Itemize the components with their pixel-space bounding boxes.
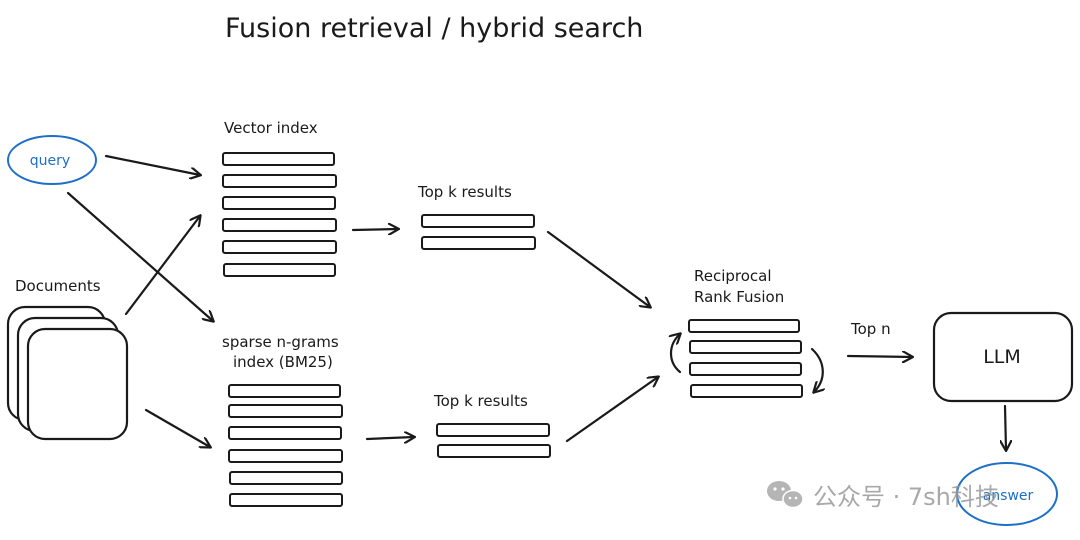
llm-label: LLM (983, 346, 1021, 368)
top-k-lower-bars (436, 423, 551, 458)
query-node: query (7, 135, 97, 185)
watermark-text: 公众号 · 7sh科技 (813, 483, 999, 511)
vector-index-bars (222, 152, 337, 277)
top-n-label: Top n (850, 320, 891, 338)
arrow-top-k-upper-to-rrf (546, 230, 650, 307)
sparse-index-label-line1: sparse n-grams (222, 333, 339, 351)
sparse-index-bar (228, 426, 342, 440)
sparse-index-bar (229, 493, 343, 507)
vector-index-bar (222, 218, 337, 232)
flow-arrows (66, 154, 1006, 450)
rrf-rerank-arrow-up (671, 334, 680, 374)
sparse-index-bar (229, 471, 343, 485)
sparse-index-label-line2: index (BM25) (233, 353, 333, 371)
wechat-icon (767, 481, 804, 509)
sparse-index-bar (228, 404, 343, 418)
diagram-title: Fusion retrieval / hybrid search (225, 13, 643, 44)
vector-index-label: Vector index (224, 119, 318, 137)
arrow-documents-to-vector-index (124, 216, 200, 316)
vector-index-bar (222, 240, 337, 254)
arrow-query-to-sparse-index (66, 191, 213, 321)
arrow-llm-to-answer (1005, 404, 1006, 450)
vector-index-bar (222, 152, 335, 166)
watermark: 公众号 · 7sh科技 (767, 481, 999, 511)
arrow-rrf-to-llm (846, 356, 912, 357)
answer-node: answer (956, 462, 1058, 526)
rrf-bar (688, 319, 800, 333)
top-k-upper-bar (421, 236, 536, 250)
arrow-top-k-lower-to-rrf (565, 377, 658, 443)
answer-ellipse (956, 462, 1058, 526)
rrf-bar (689, 362, 802, 376)
rrf-label-line1: Reciprocal (694, 267, 772, 285)
vector-index-bar (222, 196, 336, 210)
llm-node: LLM (932, 311, 1074, 403)
sparse-index-bar (228, 449, 343, 463)
documents-label: Documents (15, 277, 101, 295)
top-k-upper-bars (421, 214, 536, 250)
query-label: query (30, 153, 70, 169)
rrf-label-line2: Rank Fusion (694, 288, 784, 306)
rrf-bar (690, 384, 803, 398)
arrow-documents-to-sparse-index (144, 408, 210, 447)
documents-stack-icon (6, 305, 129, 441)
answer-label: answer (983, 488, 1034, 504)
sparse-index-bars (228, 384, 343, 507)
vector-index-bar (223, 263, 336, 277)
rrf-bar (689, 340, 802, 354)
query-ellipse (7, 135, 97, 185)
top-k-upper-bar (421, 214, 535, 228)
top-k-lower-label: Top k results (433, 392, 528, 410)
top-k-upper-label: Top k results (417, 183, 512, 201)
rrf-rerank-arrow-down (810, 347, 823, 392)
top-k-lower-bar (436, 423, 550, 437)
arrow-vector-index-to-top-k (351, 229, 398, 230)
vector-index-bar (222, 174, 337, 188)
arrow-query-to-vector-index (104, 154, 200, 175)
sparse-index-bar (228, 384, 341, 398)
llm-box (932, 311, 1074, 403)
arrow-sparse-index-to-top-k (365, 437, 414, 439)
rrf-bars (688, 319, 803, 398)
top-k-lower-bar (437, 444, 551, 458)
